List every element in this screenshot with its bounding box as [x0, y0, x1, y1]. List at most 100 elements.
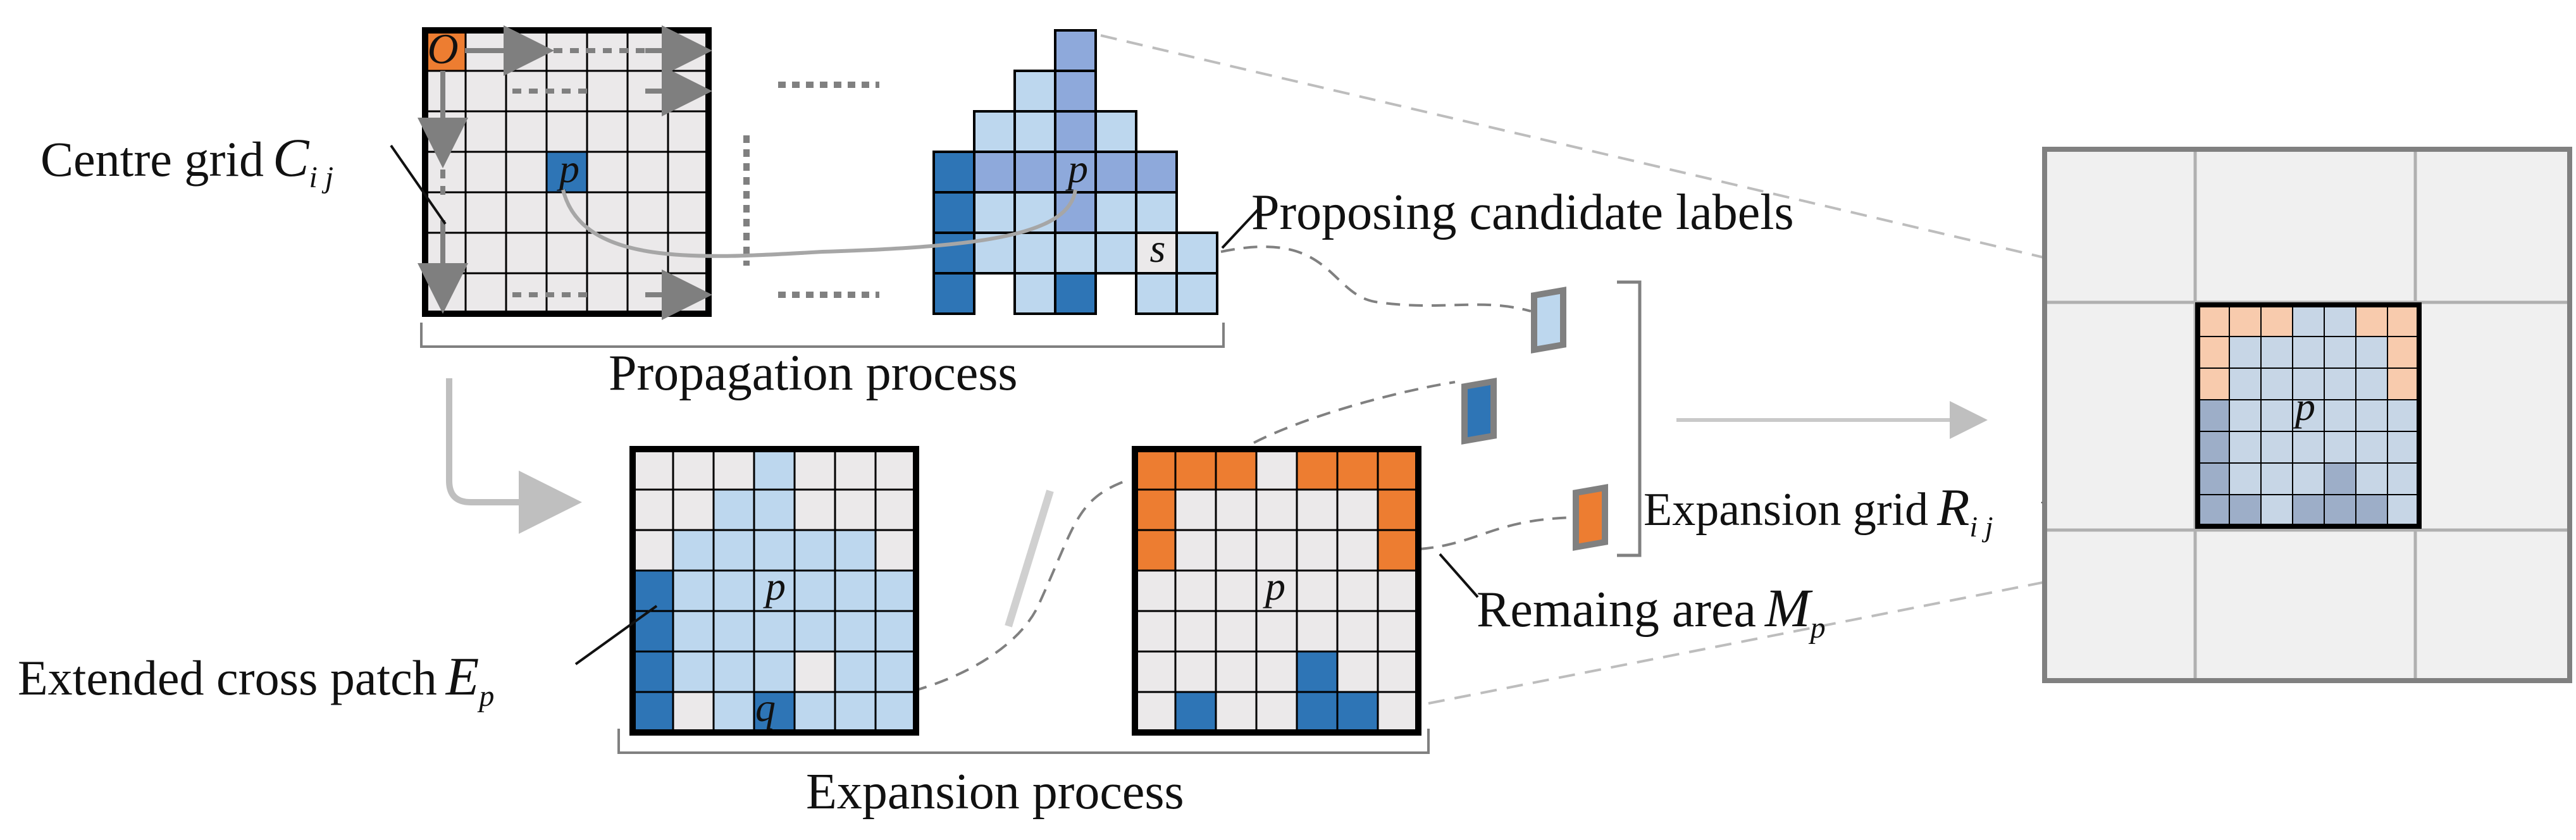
extended-subscript: p	[477, 679, 494, 713]
proposing-pointer	[1221, 207, 1260, 249]
link-s-to-light	[1220, 245, 1532, 312]
grid-cell	[1296, 610, 1339, 653]
grid-cell	[2292, 431, 2325, 464]
grid-cell	[2324, 304, 2356, 337]
grid-cell	[874, 610, 917, 653]
grid-cell	[1013, 151, 1056, 194]
grid-cell	[1134, 529, 1177, 572]
grid-cell	[874, 569, 917, 612]
grid-cell	[1296, 488, 1339, 531]
grid-cell	[1215, 569, 1258, 612]
grid-border	[2195, 302, 2422, 529]
grid-cell	[2387, 462, 2420, 495]
grid-cell	[2355, 462, 2388, 495]
grid-cell	[1134, 448, 1177, 491]
grid-cell	[874, 448, 917, 491]
propagation-arc	[561, 189, 1077, 258]
grid-cell	[2355, 431, 2388, 464]
grid-cell	[667, 191, 710, 234]
grid-cell	[424, 29, 467, 72]
remaining-subscript: p	[1809, 611, 1826, 645]
grid-cell	[631, 448, 674, 491]
grid-cell	[545, 110, 588, 153]
expansion-point-p: p	[2293, 384, 2315, 429]
grid-cell	[2260, 368, 2293, 400]
grid-cell	[2197, 431, 2230, 464]
grid-cell	[1336, 610, 1379, 653]
grid-cell	[1255, 650, 1298, 693]
grid-cell	[464, 272, 507, 315]
grid-border	[1132, 446, 1421, 736]
grid-cell	[1174, 448, 1217, 491]
grid-cell	[2355, 304, 2388, 337]
centre-grid-subscript: i j	[309, 161, 333, 194]
grid-cell	[672, 569, 715, 612]
grid-cell	[1296, 691, 1339, 734]
grid-cell	[2229, 494, 2262, 527]
grid-cell	[793, 569, 836, 612]
grid-cell	[2387, 399, 2420, 432]
grid-cell	[1174, 529, 1217, 572]
grid-cell	[1377, 610, 1420, 653]
grid-cell	[1013, 70, 1056, 113]
grid-cell	[2324, 431, 2356, 464]
grid-cell	[464, 151, 507, 194]
grid-cell	[2355, 494, 2388, 527]
grid-cell	[672, 529, 715, 572]
candidate-dark-blue	[1461, 378, 1497, 445]
grid-cell	[1377, 448, 1420, 491]
grid-cell	[1175, 232, 1218, 275]
grid-cell	[932, 232, 975, 275]
grid-cell	[973, 110, 1016, 153]
grid-cell	[1134, 488, 1177, 531]
grid-cell	[2292, 304, 2325, 337]
grid-cell	[793, 691, 836, 734]
expansion-process-label: Expansion process	[806, 764, 1184, 820]
grid-cell	[2260, 431, 2293, 464]
grid-cell	[712, 650, 755, 693]
grid-border	[629, 446, 919, 736]
grid-cell	[2324, 462, 2356, 495]
centre-point-p: p	[557, 146, 579, 191]
grid-cell	[874, 650, 917, 693]
candidate-bracket	[1617, 280, 1642, 557]
grid-cell	[631, 610, 674, 653]
extended-cross-text: Extended cross patch	[18, 650, 437, 705]
grid-cell	[667, 151, 710, 194]
grid-cell	[2387, 368, 2420, 400]
grid-cell	[1054, 272, 1097, 315]
grid-cell	[2355, 399, 2388, 432]
grid-cell	[1054, 29, 1097, 72]
grid-cell	[1054, 151, 1097, 194]
grid-cell	[753, 610, 796, 653]
grid-cell	[1054, 70, 1097, 113]
grid-cell	[834, 488, 877, 531]
grid-cell	[505, 151, 548, 194]
grid-cell	[753, 488, 796, 531]
propagation-brace	[420, 323, 1225, 348]
candidate-orange	[1573, 484, 1608, 551]
grid-cell	[1135, 272, 1178, 315]
grid-cell	[2355, 368, 2388, 400]
grid-cell	[874, 529, 917, 572]
grid-cell	[1296, 650, 1339, 693]
grid-cell	[712, 691, 755, 734]
grid-cell	[1336, 569, 1379, 612]
expansion-brace	[617, 729, 1430, 754]
candidate-light-blue	[1531, 287, 1566, 354]
grid-cell	[2229, 304, 2262, 337]
grid-cell	[2229, 399, 2262, 432]
grid-cell	[1134, 569, 1177, 612]
grid-cell	[1255, 691, 1298, 734]
grid-cell	[1336, 448, 1379, 491]
grid-cell	[712, 488, 755, 531]
grid-cell	[793, 488, 836, 531]
grid-cell	[793, 448, 836, 491]
grid-cell	[2229, 368, 2262, 400]
grid-cell	[1336, 650, 1379, 693]
propagation-to-expansion-arrow	[446, 378, 582, 534]
grid-cell	[1377, 650, 1420, 693]
